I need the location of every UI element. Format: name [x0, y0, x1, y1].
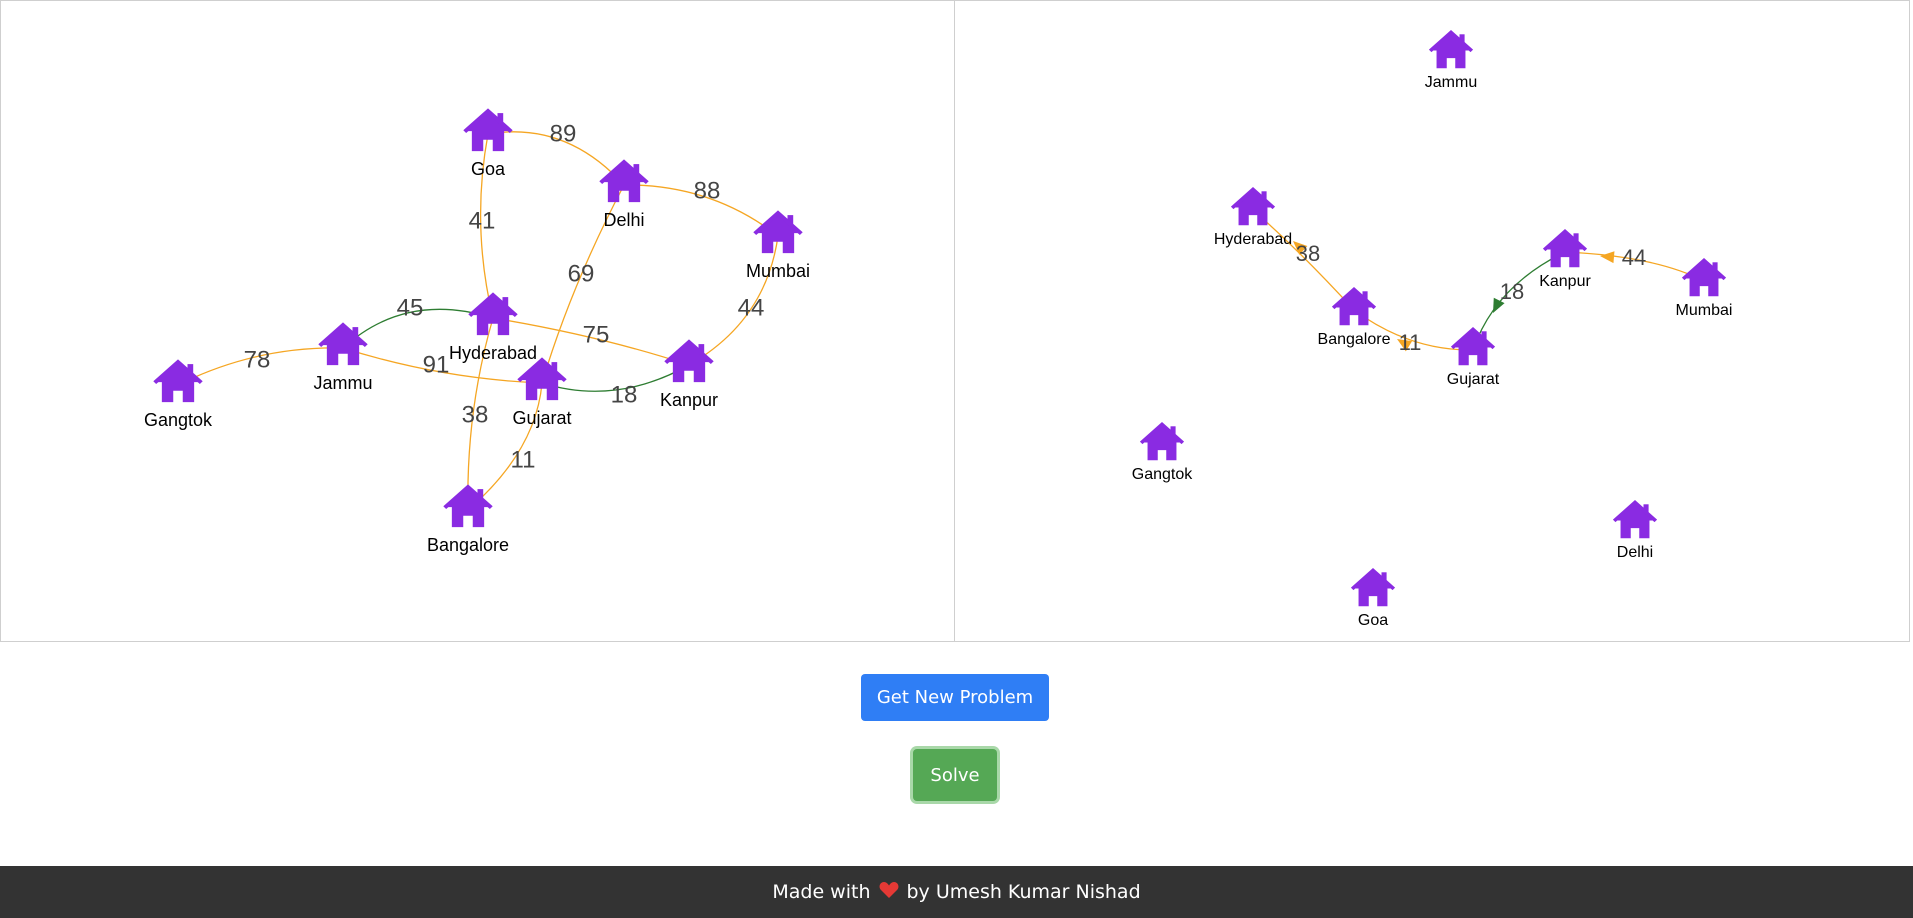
edge-jammu-gujarat[interactable]: [342, 347, 543, 384]
node-label-mumbai: Mumbai: [746, 261, 810, 281]
edge-weight-jammu-hyderabad: 45: [397, 294, 424, 321]
node-hyderabad-house-icon[interactable]: [1230, 187, 1276, 226]
node-mumbai-house-icon[interactable]: [753, 210, 803, 254]
node-label-hyderabad: Hyderabad: [449, 343, 537, 363]
node-layer: JammuHyderabadKanpurMumbaiBangaloreGujar…: [1132, 30, 1733, 629]
solve-button[interactable]: Solve: [913, 749, 997, 801]
footer-prefix: Made with: [772, 881, 871, 903]
node-label-delhi: Delhi: [1617, 544, 1653, 561]
node-jammu-house-icon[interactable]: [318, 322, 368, 366]
node-hyderabad-house-icon[interactable]: [468, 292, 518, 336]
node-label-jammu: Jammu: [1425, 74, 1477, 91]
edge-goa-hyderabad[interactable]: [479, 133, 494, 319]
edge-weight-mumbai-kanpur: 44: [1622, 245, 1646, 270]
arrow-mumbai-kanpur: [1600, 251, 1615, 264]
node-gujarat-house-icon[interactable]: [1450, 327, 1496, 366]
node-label-mumbai: Mumbai: [1676, 302, 1733, 319]
node-label-bangalore: Bangalore: [427, 535, 509, 555]
arrow-kanpur-gujarat: [1493, 297, 1505, 313]
edge-layer: 89 88 41 69 44 45 75 78 91 18 38 11: [177, 120, 779, 511]
edge-weight-kanpur-gujarat: 18: [1500, 279, 1524, 304]
node-label-delhi: Delhi: [603, 210, 644, 230]
node-kanpur-house-icon[interactable]: [664, 339, 714, 383]
node-label-hyderabad: Hyderabad: [1214, 231, 1292, 248]
edge-weight-hyderabad-bangalore: 38: [462, 401, 489, 428]
arrow-gujarat-bangalore: [1397, 339, 1413, 352]
node-label-gujarat: Gujarat: [512, 408, 571, 428]
edge-gujarat-kanpur[interactable]: [541, 364, 690, 392]
node-goa-house-icon[interactable]: [1350, 568, 1396, 607]
node-mumbai-house-icon[interactable]: [1681, 258, 1727, 297]
node-goa-house-icon[interactable]: [463, 108, 513, 152]
node-jammu-house-icon[interactable]: [1428, 30, 1474, 69]
node-label-kanpur: Kanpur: [1539, 273, 1591, 290]
solution-graph-canvas[interactable]: 38111844JammuHyderabadKanpurMumbaiBangal…: [955, 1, 1909, 641]
edge-weight-mumbai-kanpur: 44: [738, 294, 765, 321]
node-label-gujarat: Gujarat: [1447, 371, 1500, 388]
node-delhi-house-icon[interactable]: [1612, 500, 1658, 539]
edge-weight-gangtok-jammu: 78: [244, 346, 271, 373]
node-gangtok-house-icon[interactable]: [153, 359, 203, 403]
node-kanpur-house-icon[interactable]: [1542, 229, 1588, 268]
edge-hyderabad-kanpur[interactable]: [492, 317, 690, 366]
edge-weight-delhi-mumbai: 88: [694, 177, 721, 204]
get-new-problem-button[interactable]: Get New Problem: [861, 674, 1049, 721]
footer: Made with by Umesh Kumar Nishad: [0, 866, 1913, 918]
node-label-goa: Goa: [471, 159, 506, 179]
arrow-bangalore-hyderabad: [1293, 241, 1308, 255]
edge-weight-gujarat-kanpur: 18: [611, 381, 638, 408]
footer-author: by Umesh Kumar Nishad: [906, 881, 1141, 903]
edge-weight-bangalore-hyderabad: 38: [1296, 241, 1320, 266]
node-gangtok-house-icon[interactable]: [1139, 422, 1185, 461]
heart-icon: [879, 881, 899, 904]
edge-weight-goa-hyderabad: 41: [469, 207, 496, 234]
node-label-jammu: Jammu: [313, 373, 372, 393]
edge-weight-gujarat-bangalore: 11: [511, 446, 536, 473]
edge-weight-gujarat-bangalore: 11: [1399, 330, 1422, 355]
node-bangalore-house-icon[interactable]: [443, 484, 493, 528]
node-bangalore-house-icon[interactable]: [1331, 287, 1377, 326]
node-delhi-house-icon[interactable]: [599, 159, 649, 203]
edge-goa-delhi[interactable]: [487, 131, 625, 186]
node-label-gangtok: Gangtok: [1132, 466, 1193, 483]
edge-weight-jammu-gujarat: 91: [423, 351, 450, 378]
edge-weight-hyderabad-kanpur: 75: [583, 321, 610, 348]
edge-weight-delhi-gujarat: 69: [568, 260, 595, 287]
node-label-gangtok: Gangtok: [144, 410, 213, 430]
controls-area: Get New Problem Solve: [0, 642, 1913, 866]
node-label-bangalore: Bangalore: [1318, 331, 1391, 348]
node-label-goa: Goa: [1358, 612, 1388, 629]
node-gujarat-house-icon[interactable]: [517, 357, 567, 401]
edge-delhi-gujarat[interactable]: [541, 184, 625, 384]
edge-weight-goa-delhi: 89: [550, 120, 577, 147]
node-label-kanpur: Kanpur: [660, 390, 718, 410]
